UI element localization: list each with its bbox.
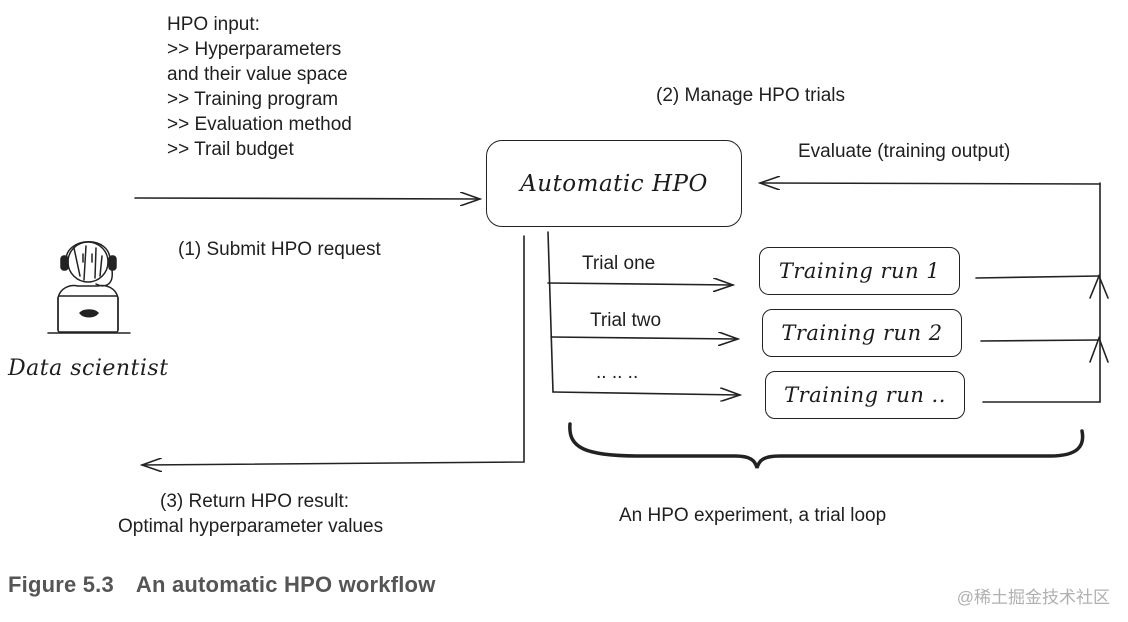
run1-output — [975, 275, 1100, 279]
trial-one-arrow — [547, 283, 733, 285]
run2-output — [980, 339, 1100, 342]
return-arrow — [142, 235, 525, 465]
figure-number: Figure 5.3 — [8, 572, 114, 597]
hpo-input-line: >> Training program — [167, 89, 339, 110]
training-run-2-label: Training run 2 — [781, 321, 943, 345]
return-result-label: (3) Return HPO result: — [160, 491, 349, 512]
hpo-input-line: >> Trail budget — [167, 139, 294, 160]
submit-request-label: (1) Submit HPO request — [178, 239, 381, 260]
evaluate-arrow — [760, 183, 1101, 184]
figure-caption: Figure 5.3 An automatic HPO workflow — [8, 572, 436, 598]
data-scientist-label: Data scientist — [8, 356, 169, 381]
hpo-input-line: and their value space — [167, 64, 348, 85]
figure-title: An automatic HPO workflow — [135, 572, 436, 597]
trial-two-label: Trial two — [590, 310, 662, 331]
experiment-label: An HPO experiment, a trial loop — [619, 505, 887, 526]
submit-arrow — [134, 198, 480, 199]
automatic-hpo-box: Automatic HPO — [486, 140, 742, 227]
return-result-label-2: Optimal hyperparameter values — [118, 516, 384, 537]
hpo-input-line: >> Hyperparameters — [167, 39, 342, 60]
trial-spine — [547, 231, 554, 393]
trial-more-arrow — [552, 392, 740, 395]
trial-more-label: .. .. .. — [596, 362, 639, 383]
trial-one-label: Trial one — [582, 253, 656, 274]
eval-up-arrow-1 — [1089, 273, 1109, 299]
data-scientist-icon — [47, 241, 131, 334]
training-run-1-label: Training run 1 — [778, 259, 941, 283]
evaluate-label: Evaluate (training output) — [798, 141, 1011, 162]
hpo-input-line: >> Evaluation method — [167, 114, 352, 135]
manage-trials-label: (2) Manage HPO trials — [656, 85, 846, 106]
experiment-brace — [568, 422, 1085, 469]
training-run-1-box: Training run 1 — [759, 247, 960, 295]
training-run-2-box: Training run 2 — [762, 309, 962, 357]
eval-up-arrow-2 — [1089, 335, 1109, 363]
watermark: @稀土掘金技术社区 — [956, 588, 1110, 607]
hpo-input-title: HPO input: — [167, 14, 260, 35]
trial-two-arrow — [550, 337, 738, 339]
automatic-hpo-label: Automatic HPO — [520, 170, 708, 197]
training-run-3-label: Training run .. — [784, 383, 946, 407]
training-run-3-box: Training run .. — [765, 371, 965, 419]
